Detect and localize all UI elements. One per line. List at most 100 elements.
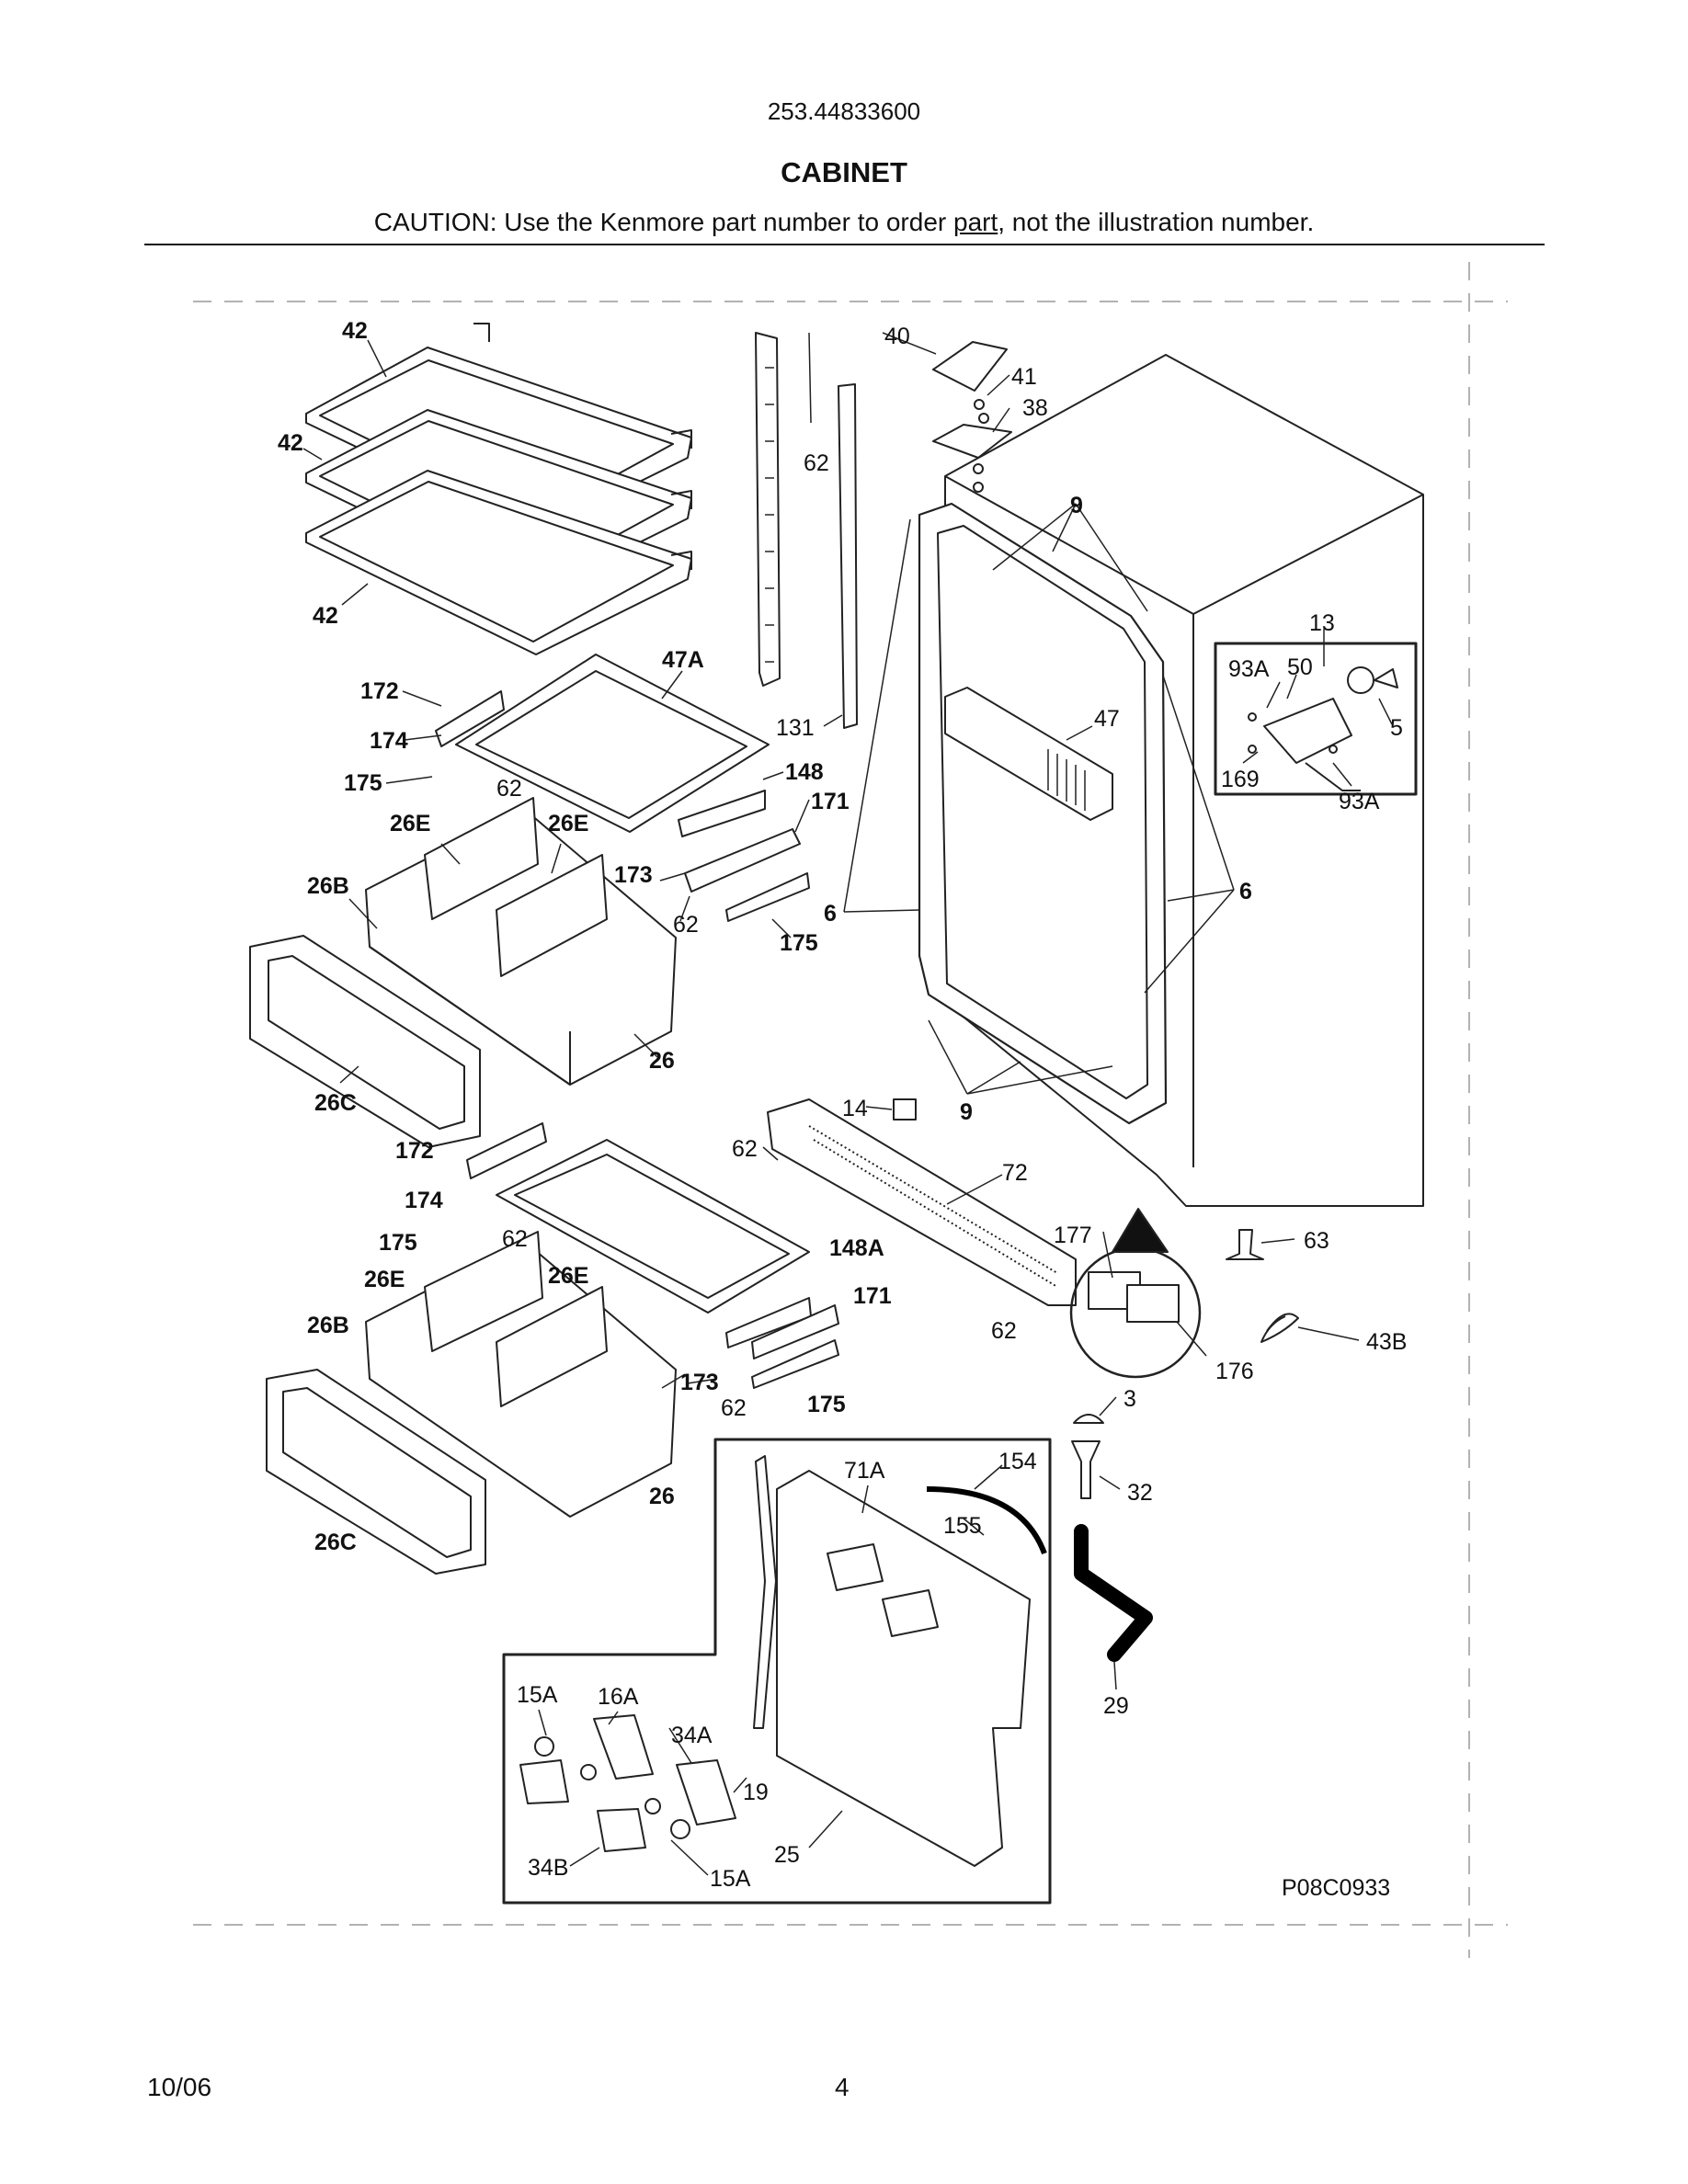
callout-26E-upper-right: 26E — [548, 811, 588, 836]
cabinet-body — [918, 354, 1424, 1207]
magnified-detail-circle — [1069, 1208, 1202, 1379]
callout-15A-bottom: 15A — [710, 1866, 751, 1892]
callout-26E-lower-right: 26E — [548, 1263, 588, 1289]
callout-175-lower: 175 — [379, 1230, 417, 1256]
wire-clip — [1260, 1313, 1299, 1343]
callout-13: 13 — [1309, 610, 1335, 636]
callout-32: 32 — [1127, 1480, 1153, 1506]
callout-9-bottom: 9 — [960, 1099, 973, 1125]
callout-93A-bottom: 93A — [1339, 789, 1380, 814]
shelf-pilaster — [755, 332, 858, 729]
callout-26C-upper: 26C — [314, 1090, 357, 1116]
callout-175-lower-right: 175 — [807, 1392, 846, 1417]
callout-62-lower-left: 62 — [502, 1226, 528, 1252]
callout-175-upper-right: 175 — [780, 930, 818, 956]
top-hinge — [932, 341, 1012, 493]
callout-26B-lower: 26B — [307, 1313, 349, 1338]
callout-34B: 34B — [528, 1855, 568, 1881]
callout-47: 47 — [1094, 706, 1120, 732]
callout-9-top: 9 — [1070, 493, 1083, 518]
callout-leaders — [302, 332, 1393, 1876]
footer-date: 10/06 — [147, 2073, 212, 2101]
caution-suffix: , not the illustration number. — [998, 208, 1315, 236]
model-number: 253.44833600 — [767, 97, 921, 125]
callout-169: 169 — [1221, 767, 1260, 792]
callout-62-upper-mid: 62 — [673, 912, 699, 938]
callout-34A: 34A — [671, 1723, 713, 1748]
callout-71A: 71A — [844, 1458, 885, 1484]
door-switch — [893, 1098, 917, 1120]
callout-172-upper: 172 — [360, 678, 399, 704]
callout-50: 50 — [1287, 654, 1313, 680]
callout-175-upper: 175 — [344, 770, 382, 796]
fan-inset-box — [1214, 642, 1418, 796]
callout-176: 176 — [1215, 1359, 1254, 1384]
kick-plate — [767, 1098, 1077, 1306]
drawing-code: P08C0933 — [1282, 1875, 1390, 1901]
light-assembly — [519, 1714, 736, 1852]
page-number: 4 — [835, 2073, 850, 2101]
callout-42-top: 42 — [342, 318, 368, 344]
callout-177: 177 — [1054, 1223, 1092, 1248]
callout-171-lower: 171 — [853, 1283, 892, 1309]
callout-172-lower: 172 — [395, 1138, 434, 1164]
section-title: CABINET — [781, 156, 907, 188]
callout-62-lower-mid: 62 — [721, 1395, 747, 1421]
callout-19: 19 — [743, 1780, 769, 1805]
lower-inset-box — [502, 1438, 1052, 1905]
callout-5: 5 — [1390, 715, 1403, 741]
callout-26B-upper: 26B — [307, 873, 349, 899]
callout-16A: 16A — [598, 1684, 639, 1710]
callout-171-upper: 171 — [811, 789, 850, 814]
callout-173-lower: 173 — [680, 1370, 719, 1395]
callout-174-lower: 174 — [405, 1188, 443, 1213]
callout-42-mid: 42 — [278, 430, 303, 456]
callout-6-left: 6 — [824, 901, 837, 927]
callout-42-low: 42 — [313, 603, 338, 629]
callout-155: 155 — [943, 1513, 982, 1539]
callout-26E-upper-left: 26E — [390, 811, 430, 836]
callout-148: 148 — [785, 759, 824, 785]
callout-26E-lower-left: 26E — [364, 1267, 405, 1292]
callout-25: 25 — [774, 1842, 800, 1868]
callout-131: 131 — [776, 715, 815, 741]
callout-40: 40 — [884, 324, 910, 349]
leveling-leg — [1226, 1229, 1264, 1260]
callout-93A-top: 93A — [1228, 656, 1270, 682]
callout-174-upper: 174 — [370, 728, 408, 754]
lower-crisper-assembly — [266, 1122, 839, 1575]
upper-crisper-assembly — [249, 654, 810, 1148]
callout-26-lower: 26 — [649, 1484, 675, 1509]
callout-3: 3 — [1123, 1386, 1136, 1412]
caution-prefix: CAUTION: Use the Kenmore part number to … — [373, 208, 953, 236]
callout-26-upper: 26 — [649, 1048, 675, 1074]
caution-underlined-word: part — [953, 208, 998, 236]
callout-26C-lower: 26C — [314, 1530, 357, 1555]
callout-6-right: 6 — [1239, 879, 1252, 904]
callout-41: 41 — [1011, 364, 1037, 390]
callout-148A: 148A — [829, 1235, 884, 1261]
rear-panel — [753, 1455, 1047, 1867]
callout-29: 29 — [1103, 1693, 1129, 1719]
callout-154: 154 — [998, 1449, 1037, 1474]
callout-15A-top: 15A — [517, 1682, 558, 1708]
callout-38: 38 — [1022, 395, 1048, 421]
drain-fitting — [1071, 1440, 1101, 1499]
callout-62-pilaster: 62 — [804, 450, 829, 476]
caution-note: CAUTION: Use the Kenmore part number to … — [0, 208, 1688, 237]
callout-43B: 43B — [1366, 1329, 1407, 1355]
callout-14: 14 — [842, 1096, 868, 1121]
drain-hose — [1074, 1524, 1153, 1662]
header-rule — [144, 244, 1545, 245]
callout-62-right: 62 — [991, 1318, 1017, 1344]
glass-shelves — [305, 323, 692, 655]
frame-dashes — [193, 262, 1508, 1958]
callout-62-upper-left: 62 — [496, 776, 522, 802]
callout-47A: 47A — [662, 647, 704, 673]
callout-62-kickplate: 62 — [732, 1136, 758, 1162]
drain-cap — [1073, 1414, 1104, 1424]
callout-63: 63 — [1304, 1228, 1329, 1254]
callout-72: 72 — [1002, 1160, 1028, 1186]
callout-labels: 42 42 42 172 174 175 62 47A 148 171 26E … — [278, 318, 1407, 1901]
